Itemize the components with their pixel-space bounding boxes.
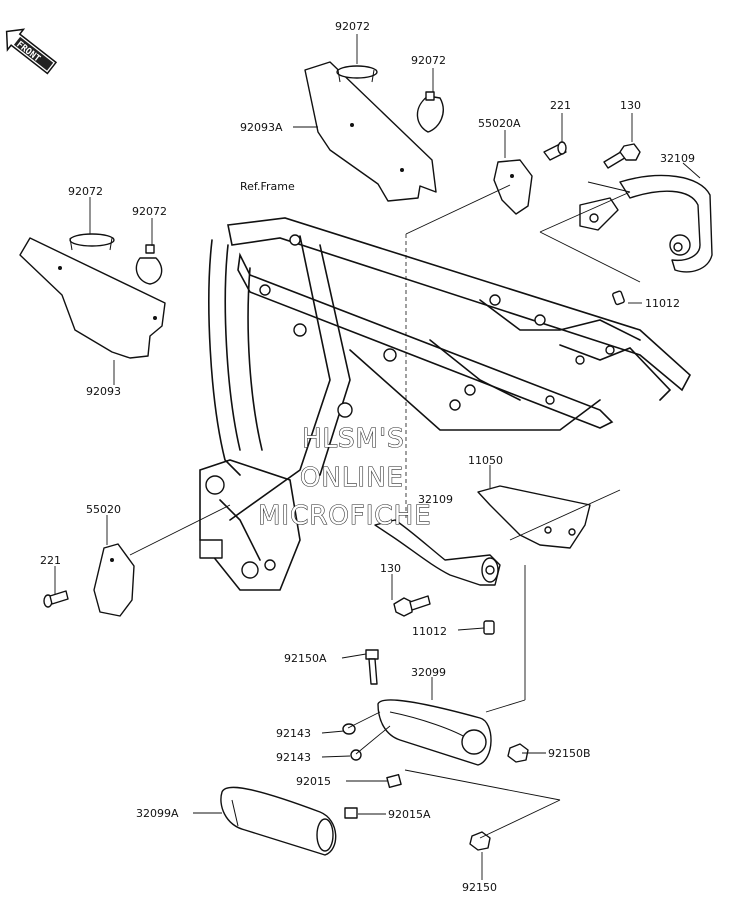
label-92072-b: 92072 — [411, 54, 446, 67]
front-arrow-icon: FRONT — [5, 28, 58, 75]
bracket-55020 — [93, 543, 135, 617]
muffler-32099A — [220, 786, 337, 856]
guard-32109-upper — [579, 174, 713, 273]
band-clamps — [69, 65, 444, 285]
label-92143-b: 92143 — [276, 751, 311, 764]
label-55020: 55020 — [86, 503, 121, 516]
label-92093A: 92093A — [240, 121, 283, 134]
watermark-line-3: MICROFICHE — [258, 501, 432, 531]
collar-11012-upper — [612, 290, 625, 306]
bolt-130-lower — [393, 595, 431, 617]
label-92150: 92150 — [462, 881, 497, 894]
label-130-a: 130 — [620, 99, 641, 112]
ref-frame-label: Ref.Frame — [240, 180, 295, 193]
label-221-b: 221 — [40, 554, 61, 567]
hardware-fasteners — [342, 649, 529, 851]
bracket-55020A — [493, 159, 533, 215]
label-32099: 32099 — [411, 666, 446, 679]
label-32099A: 32099A — [136, 807, 179, 820]
label-92143-a: 92143 — [276, 727, 311, 740]
label-92093: 92093 — [86, 385, 121, 398]
part-labels: 92072 92072 92093A 55020A 221 130 32109 … — [40, 20, 695, 894]
label-11012-b: 11012 — [412, 625, 447, 638]
label-92072-d: 92072 — [132, 205, 167, 218]
label-92015A: 92015A — [388, 808, 431, 821]
side-cover-92093 — [19, 237, 166, 359]
label-130-b: 130 — [380, 562, 401, 575]
watermark-line-1: HLSM'S — [302, 424, 405, 454]
watermark: HLSM'S ONLINE MICROFICHE — [257, 423, 432, 531]
guard-32109-lower — [374, 519, 501, 586]
bolt-221-lower — [43, 590, 69, 608]
collar-11012-lower — [483, 620, 495, 635]
label-55020A: 55020A — [478, 117, 521, 130]
label-92072-a: 92072 — [335, 20, 370, 33]
label-92072-c: 92072 — [68, 185, 103, 198]
side-cover-92093A — [304, 61, 437, 202]
label-92150B: 92150B — [548, 747, 591, 760]
frame-assembly — [199, 217, 692, 591]
label-32109-b: 32109 — [418, 493, 453, 506]
bracket-11050 — [477, 485, 591, 549]
label-92150A: 92150A — [284, 652, 327, 665]
heat-guard-32099 — [377, 699, 492, 766]
label-221-a: 221 — [550, 99, 571, 112]
bolt-130-upper — [603, 143, 641, 169]
label-11012-a: 11012 — [645, 297, 680, 310]
bolt-221-upper — [543, 141, 567, 161]
label-92015: 92015 — [296, 775, 331, 788]
label-32109-a: 32109 — [660, 152, 695, 165]
label-11050: 11050 — [468, 454, 503, 467]
watermark-line-2: ONLINE — [300, 463, 404, 493]
leader-lines — [54, 34, 701, 880]
